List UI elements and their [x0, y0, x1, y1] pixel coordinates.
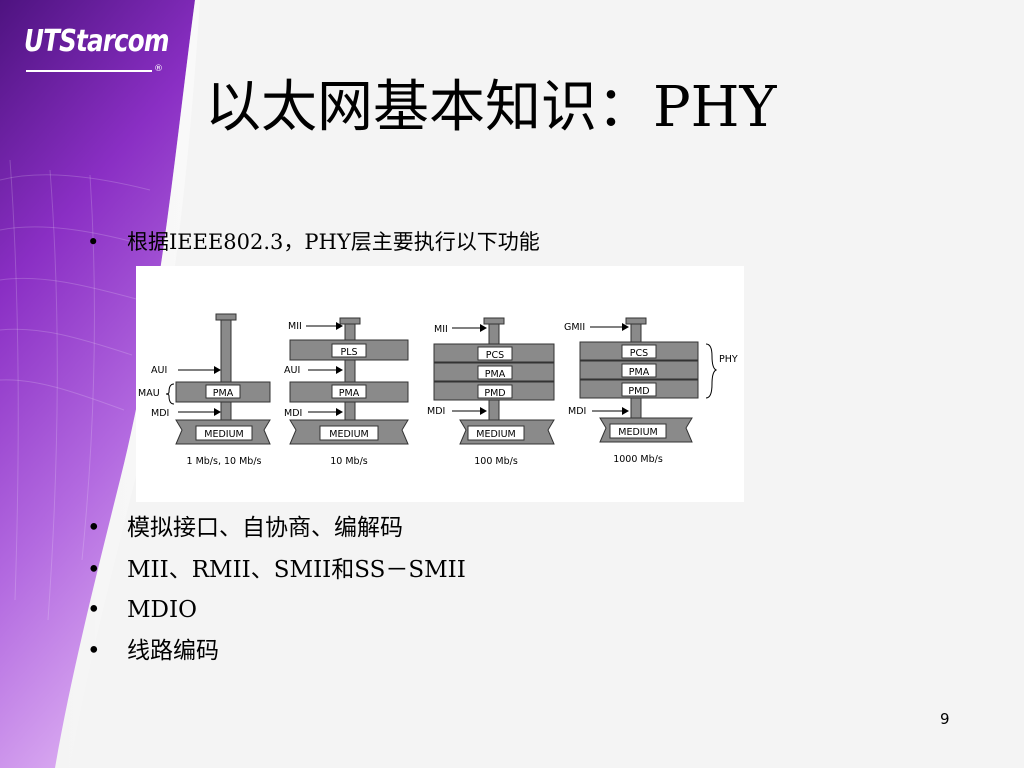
bullet-item: • 根据IEEE802.3，PHY层主要执行以下功能	[87, 230, 540, 255]
bullet-item: • MII、RMII、SMII和SS－SMII	[87, 557, 466, 585]
column-caption: 1000 Mb/s	[613, 454, 663, 465]
bullet-marker: •	[87, 557, 101, 583]
bullet-text: 线路编码	[127, 638, 219, 664]
mau-label: MAU	[138, 388, 160, 399]
ethernet-layer-diagram: PMA MEDIUM AUI MAU MDI 1 Mb/s, 10 Mb/s P…	[136, 266, 744, 502]
phy-label: PHY	[719, 354, 738, 365]
pma-label: PMA	[629, 367, 650, 378]
bullet-text: MII、RMII、SMII和SS－SMII	[127, 557, 466, 583]
gmii-label: GMII	[564, 322, 585, 333]
diagram-column-3: PCS PMA PMD MEDIUM MII MDI 100 Mb/s	[427, 317, 555, 467]
medium-label: MEDIUM	[204, 429, 243, 440]
pls-label: PLS	[340, 347, 357, 358]
sidebar-decoration	[0, 0, 200, 768]
diagram-column-4: PCS PMA PMD MEDIUM GMII MDI PHY 1000 Mb/…	[564, 317, 738, 465]
logo-wordmark: UTStarcom	[24, 24, 170, 59]
pma-label: PMA	[213, 388, 234, 399]
diagram-column-1: PMA MEDIUM AUI MAU MDI 1 Mb/s, 10 Mb/s	[138, 313, 271, 467]
company-logo: UTStarcom ®	[24, 24, 170, 84]
bullet-text: MDIO	[127, 597, 197, 623]
mdi-label: MDI	[151, 408, 169, 419]
mii-label: MII	[434, 324, 448, 335]
logo-registered-mark: ®	[154, 64, 163, 74]
column-caption: 100 Mb/s	[474, 456, 518, 467]
bullet-item: • 模拟接口、自协商、编解码	[87, 515, 403, 543]
mdi-label: MDI	[427, 406, 445, 417]
pcs-label: PCS	[630, 348, 648, 359]
bullet-text: 根据IEEE802.3，PHY层主要执行以下功能	[127, 230, 540, 254]
bullet-marker: •	[87, 230, 100, 254]
bullet-text: 模拟接口、自协商、编解码	[127, 515, 403, 541]
mdi-label: MDI	[568, 406, 586, 417]
bullet-marker: •	[87, 638, 101, 664]
medium-label: MEDIUM	[329, 429, 368, 440]
column-caption: 10 Mb/s	[330, 456, 368, 467]
medium-label: MEDIUM	[476, 429, 515, 440]
bullet-item: • MDIO	[87, 597, 197, 625]
medium-label: MEDIUM	[618, 427, 657, 438]
pmd-label: PMD	[484, 388, 505, 399]
logo-underline	[26, 70, 152, 72]
pmd-label: PMD	[628, 386, 649, 397]
mii-label: MII	[288, 321, 302, 332]
pma-label: PMA	[485, 369, 506, 380]
column-caption: 1 Mb/s, 10 Mb/s	[187, 456, 262, 467]
mdi-label: MDI	[284, 408, 302, 419]
diagram-column-2: PLS PMA MEDIUM MII AUI MDI 10 Mb/s	[284, 317, 409, 467]
page-number: 9	[940, 710, 950, 728]
aui-label: AUI	[151, 365, 167, 376]
pma-label: PMA	[339, 388, 360, 399]
pcs-label: PCS	[486, 350, 504, 361]
bullet-marker: •	[87, 515, 101, 541]
aui-label: AUI	[284, 365, 300, 376]
bullet-item: • 线路编码	[87, 638, 219, 666]
slide-title: 以太网基本知识：PHY	[205, 75, 777, 140]
bullet-marker: •	[87, 597, 101, 623]
